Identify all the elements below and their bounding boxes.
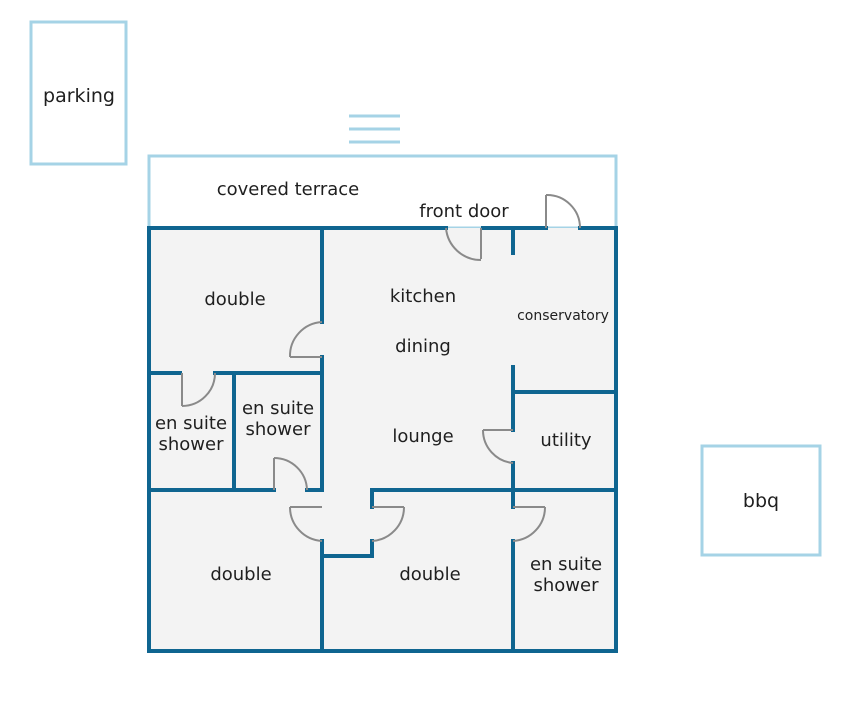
en-suite-left-door-icon	[181, 372, 216, 407]
parking-label: parking	[43, 85, 115, 107]
double-top-left-door-icon	[288, 321, 323, 358]
en-suite-left-label-2: shower	[159, 434, 225, 455]
en-suite-right-label: en suite	[530, 554, 602, 575]
dining-label: dining	[395, 336, 451, 357]
conservatory-label: conservatory	[517, 308, 609, 324]
en-suite-left-label: en suite	[155, 413, 227, 434]
steps-icon	[349, 114, 400, 144]
walls	[147, 226, 618, 653]
en-suite-middle-label: en suite	[242, 398, 314, 419]
lounge-label: lounge	[392, 426, 453, 447]
kitchen-label: kitchen	[390, 286, 456, 307]
house-floor	[149, 228, 616, 651]
bbq-label: bbq	[743, 490, 779, 512]
parking-area	[29, 20, 128, 166]
double-bottom-middle-door-icon	[371, 506, 406, 542]
front-door-label: front door	[419, 201, 509, 222]
covered-terrace-label: covered terrace	[217, 179, 359, 200]
terrace-door-icon	[545, 193, 581, 229]
double-top-left-label: double	[204, 289, 265, 310]
double-bottom-middle-label: double	[399, 564, 460, 585]
double-bottom-left-door-icon	[288, 506, 323, 542]
front-door-icon	[445, 227, 482, 262]
en-suite-middle-door-icon	[273, 457, 308, 491]
bbq-area	[700, 444, 822, 557]
double-bottom-left-label: double	[210, 564, 271, 585]
utility-door-icon	[481, 429, 514, 464]
en-suite-middle-label-2: shower	[246, 419, 312, 440]
covered-terrace-area	[147, 154, 618, 230]
doors	[181, 193, 581, 542]
en-suite-right-label-2: shower	[534, 575, 600, 596]
en-suite-right-door-icon	[512, 506, 547, 542]
utility-label: utility	[540, 430, 592, 451]
